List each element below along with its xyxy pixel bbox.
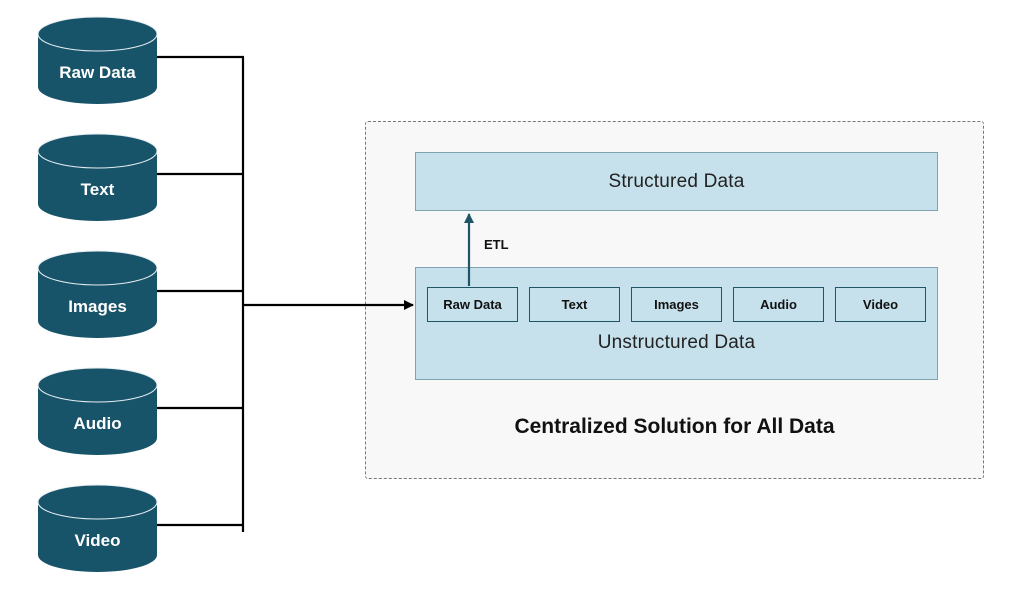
source-label: Images	[68, 297, 127, 316]
etl-label: ETL	[484, 237, 509, 252]
database-icon	[38, 268, 157, 338]
cylinder-top	[37, 484, 158, 520]
unstructured-data-label: Unstructured Data	[597, 332, 756, 353]
container-caption: Centralized Solution for All Data	[514, 415, 835, 438]
database-icon	[38, 151, 157, 221]
unstructured-data-box: Raw Data Text Images Audio Video Unstruc…	[415, 267, 938, 380]
unstructured-item-video: Video	[835, 287, 926, 322]
database-icon	[38, 34, 157, 104]
source-cylinder-video	[37, 484, 158, 572]
source-cylinder-images	[37, 250, 158, 338]
database-icon	[38, 502, 157, 572]
cylinder-top	[37, 250, 158, 286]
cylinder-top	[37, 367, 158, 403]
source-connectors	[157, 55, 414, 532]
unstructured-item-text: Text	[529, 287, 620, 322]
unstructured-item-raw-data: Raw Data	[427, 287, 518, 322]
source-cylinder-raw-data	[37, 16, 158, 104]
unstructured-item-images: Images	[631, 287, 722, 322]
source-label: Audio	[73, 414, 122, 433]
database-icon	[38, 385, 157, 455]
source-cylinder-audio	[37, 367, 158, 455]
structured-data-label: Structured Data	[608, 170, 745, 192]
source-cylinder-text	[37, 133, 158, 221]
cylinder-top	[37, 16, 158, 52]
source-label: Text	[80, 180, 115, 199]
source-label: Video	[74, 531, 121, 550]
unstructured-item-audio: Audio	[733, 287, 824, 322]
source-label: Raw Data	[59, 63, 136, 82]
cylinder-top	[37, 133, 158, 169]
structured-data-box: Structured Data	[415, 152, 938, 211]
